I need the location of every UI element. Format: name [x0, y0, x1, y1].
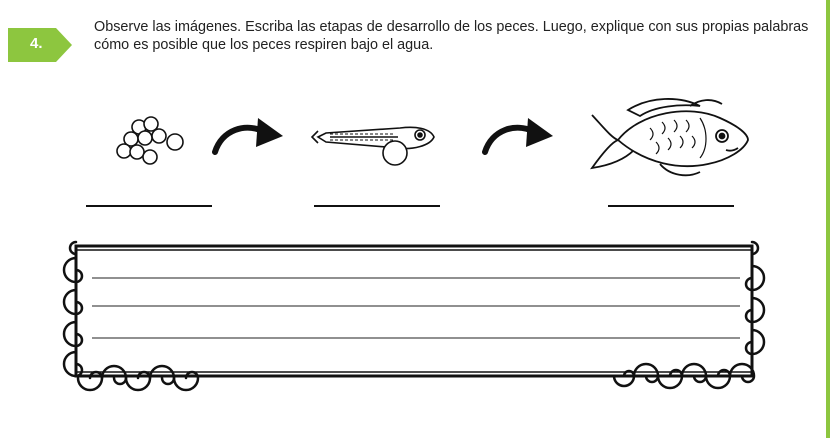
larva-icon [310, 126, 435, 166]
answer-blank-stage-3[interactable] [608, 205, 734, 207]
tag-shape [8, 28, 72, 62]
adult-fish-icon [590, 98, 749, 177]
exercise-number: 4. [30, 35, 43, 52]
answer-blank-stage-1[interactable] [86, 205, 212, 207]
exercise-instruction: Observe las imágenes. Escriba las etapas… [94, 19, 809, 53]
arrow-right-icon [212, 118, 283, 155]
fish-eggs-icon [116, 116, 184, 165]
page-margin-bar [826, 0, 830, 438]
exercise-number-tag: 4. [8, 28, 72, 62]
answer-blank-stage-2[interactable] [314, 205, 440, 207]
arrow-right-icon [482, 118, 553, 155]
